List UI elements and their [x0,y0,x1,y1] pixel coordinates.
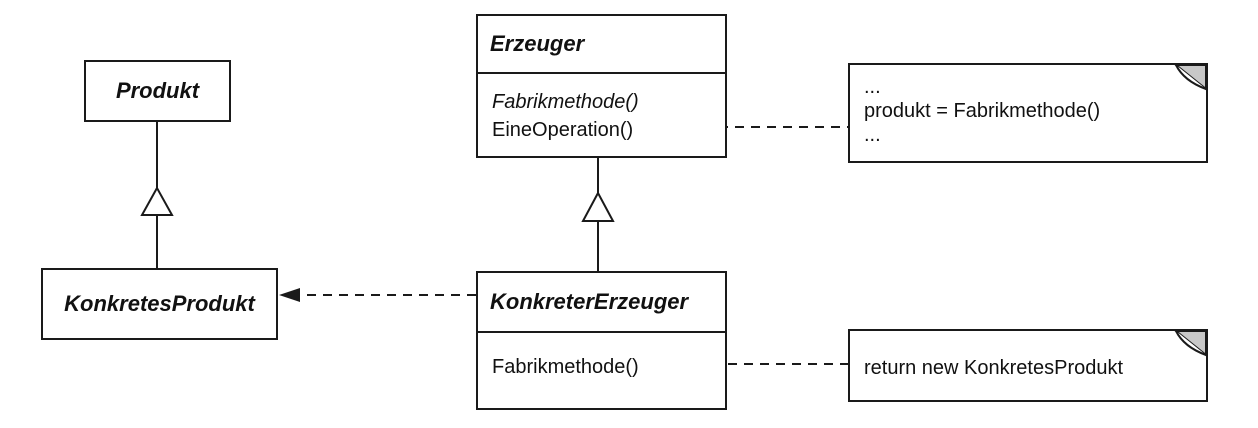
note-eine-operation: ... produkt = Fabrikmethode() ... [848,63,1208,163]
operation-fabrikmethode: Fabrikmethode() [492,356,639,378]
dependency-arrowhead [279,288,300,302]
inheritance-triangle-produkt [140,185,174,216]
note-line: ... [864,76,881,98]
class-produkt: Produkt [84,60,231,122]
class-konkretes-produkt: KonkretesProdukt [41,268,278,340]
class-erzeuger: Erzeuger Fabrikmethode() EineOperation() [476,14,727,158]
class-title-erzeuger: Erzeuger [478,16,725,72]
operation-eine-operation: EineOperation() [492,119,634,141]
operation-fabrikmethode-abstract: Fabrikmethode() [492,91,639,113]
class-name-konkreter-erzeuger: KonkreterErzeuger [490,289,689,314]
note-dogear-icon [1174,330,1207,357]
note-dogear-icon [1174,64,1207,91]
inheritance-triangle-erzeuger [581,190,615,222]
class-title-konkreter-erzeuger: KonkreterErzeuger [478,273,725,331]
note-line: ... [864,124,881,146]
class-operations-erzeuger: Fabrikmethode() EineOperation() [478,72,725,156]
class-konkreter-erzeuger: KonkreterErzeuger Fabrikmethode() [476,271,727,410]
note-fabrikmethode: return new KonkretesProdukt [848,329,1208,402]
class-name-produkt: Produkt [115,78,200,103]
class-operations-konkreter-erzeuger: Fabrikmethode() [478,331,725,408]
note-line: return new KonkretesProdukt [864,357,1124,379]
class-name-erzeuger: Erzeuger [490,31,585,56]
class-name-konkretes-produkt: KonkretesProdukt [64,291,255,316]
note-line: produkt = Fabrikmethode() [864,100,1101,122]
